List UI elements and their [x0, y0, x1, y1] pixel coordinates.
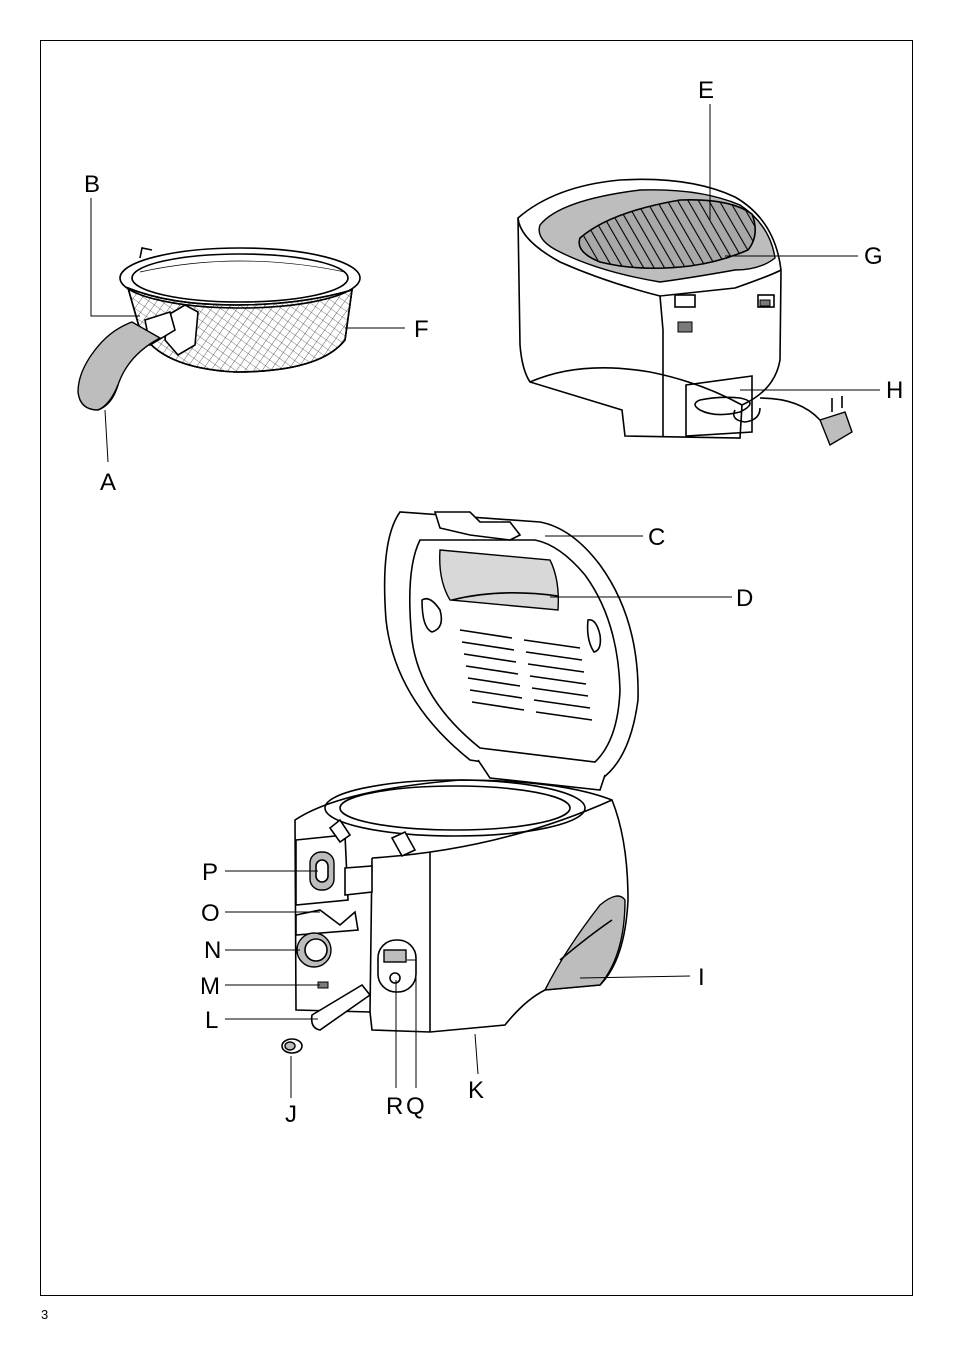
label-e: E [698, 77, 714, 104]
timer-display [378, 940, 416, 992]
label-a: A [100, 469, 116, 496]
label-r: R [386, 1093, 403, 1120]
label-g: G [864, 243, 883, 270]
basket-illustration [78, 248, 360, 410]
label-q: Q [406, 1093, 425, 1120]
fryer-front-illustration [282, 512, 638, 1053]
latch-slot-left [675, 295, 695, 307]
label-i: I [698, 964, 705, 991]
lid-window [440, 550, 559, 610]
label-f: F [414, 316, 429, 343]
basket-handle-grip [78, 322, 160, 410]
label-k: K [468, 1077, 484, 1104]
label-j: J [285, 1101, 297, 1128]
label-l: L [205, 1007, 218, 1034]
page-number: 3 [41, 1307, 48, 1322]
label-p: P [202, 859, 218, 886]
label-b: B [84, 171, 100, 198]
label-n: N [204, 937, 221, 964]
power-plug [820, 412, 852, 445]
drain-cap [282, 1039, 302, 1053]
label-h: H [886, 377, 903, 404]
basket-hook [140, 248, 152, 258]
label-c: C [648, 524, 665, 551]
label-o: O [201, 900, 220, 927]
label-d: D [736, 585, 753, 612]
label-m: M [200, 973, 220, 1000]
fryer-back-illustration [518, 179, 852, 445]
basket-rim-outer [120, 248, 360, 308]
